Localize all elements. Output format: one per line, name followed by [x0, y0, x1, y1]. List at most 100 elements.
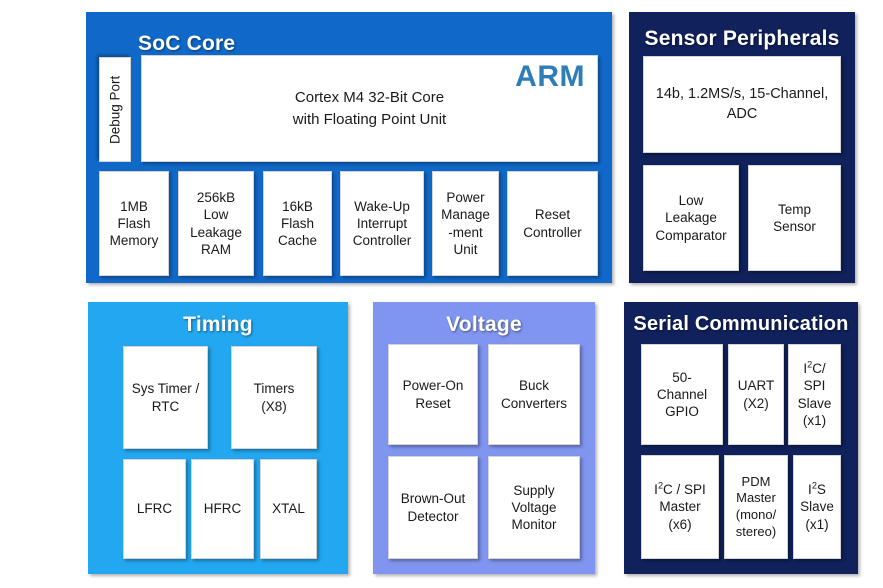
block-line-2: (X8)	[261, 398, 287, 414]
block-line-1: I2S	[808, 480, 826, 498]
block-line-1: I2C / SPI	[654, 480, 706, 498]
panel-serial-communication[interactable]: Serial Communication 50- Channel GPIO UA…	[624, 302, 858, 574]
block-line-2: (X2)	[743, 395, 769, 411]
block-line-3: (x6)	[668, 516, 692, 532]
block-uart[interactable]: UART (X2)	[728, 344, 784, 445]
block-line-2: Manage	[441, 207, 490, 223]
block-line-4: RAM	[201, 241, 231, 257]
block-lfrc[interactable]: LFRC	[123, 459, 186, 559]
block-xtal[interactable]: XTAL	[260, 459, 317, 559]
panel-timing[interactable]: Timing Sys Timer / RTC Timers (X8) LFRC …	[88, 302, 348, 574]
panel-title-soc-core: SoC Core	[138, 32, 236, 55]
block-line-1: Wake-Up	[354, 198, 410, 214]
block-timers[interactable]: Timers (X8)	[231, 346, 317, 449]
block-line-1: XTAL	[272, 501, 305, 517]
block-line-2: Voltage	[511, 499, 557, 515]
block-line-2: Channel	[656, 386, 708, 402]
block-line-3: GPIO	[665, 404, 699, 420]
block-reset-controller[interactable]: Reset Controller	[507, 171, 598, 276]
block-low-leakage-ram[interactable]: 256kB Low Leakage RAM	[178, 171, 254, 276]
block-line-1: HFRC	[203, 501, 242, 517]
block-line-1: 14b, 1.2MS/s, 15-Channel,	[655, 85, 829, 102]
panel-title-serial-communication: Serial Communication	[633, 313, 849, 335]
block-low-leakage-comparator[interactable]: Low Leakage Comparator	[643, 165, 739, 271]
block-line-2: Sensor	[773, 219, 816, 234]
block-line-2: Flash	[117, 215, 151, 231]
block-flash-memory[interactable]: 1MB Flash Memory	[99, 171, 169, 276]
block-adc[interactable]: 14b, 1.2MS/s, 15-Channel, ADC	[643, 56, 841, 153]
block-line-2: Leakage	[665, 210, 717, 226]
block-line-2: ADC	[726, 105, 758, 122]
block-power-management-unit[interactable]: Power Manage -ment Unit	[432, 171, 499, 276]
block-line-1: Buck	[518, 378, 549, 394]
block-line-4: (x1)	[802, 412, 827, 428]
block-line-2: Slave	[800, 499, 834, 515]
block-line-2: Converters	[500, 395, 568, 411]
block-flash-cache[interactable]: 16kB Flash Cache	[263, 171, 332, 276]
panel-title-timing: Timing	[183, 313, 253, 336]
block-line-2: SPI	[803, 378, 826, 394]
block-line-1: Temp	[777, 201, 811, 217]
block-line-1: 16kB	[282, 198, 313, 214]
block-line-2: Master	[736, 490, 776, 506]
block-line-1: I2C/	[803, 359, 826, 376]
block-line-3: Leakage	[190, 224, 242, 240]
block-line-4: Unit	[453, 241, 478, 257]
block-i2c-spi-master[interactable]: I2C / SPI Master (x6)	[641, 455, 719, 559]
block-line-2: Controller	[523, 224, 582, 240]
block-line-1: Power-On	[402, 378, 464, 394]
block-sys-timer-rtc[interactable]: Sys Timer / RTC	[123, 346, 208, 449]
block-pdm-master[interactable]: PDM Master (mono/ stereo)	[724, 455, 788, 559]
block-line-2: Interrupt	[356, 215, 408, 231]
block-line-2: RTC	[151, 398, 180, 414]
block-line-1: Low	[678, 193, 704, 209]
panel-voltage[interactable]: Voltage Power-On Reset Buck Converters B…	[373, 302, 595, 574]
block-line-1: 256kB	[196, 189, 236, 205]
block-line-4: stereo)	[735, 523, 777, 539]
block-line-1: Timers	[253, 381, 295, 397]
block-supply-voltage-monitor[interactable]: Supply Voltage Monitor	[488, 456, 580, 559]
block-line-1: UART	[737, 378, 775, 394]
block-line-1: PDM	[741, 473, 771, 489]
block-line-3: Monitor	[511, 517, 557, 533]
block-line-1: LFRC	[136, 501, 173, 517]
block-line-1: 1MB	[120, 198, 148, 214]
block-wake-up-interrupt-controller[interactable]: Wake-Up Interrupt Controller	[340, 171, 424, 276]
panel-soc-core[interactable]: SoC Core Debug Port ARM Cortex M4 32-Bit…	[86, 12, 612, 283]
block-debug-port[interactable]: Debug Port	[99, 57, 131, 162]
panel-title-sensor-peripherals: Sensor Peripherals	[644, 27, 840, 50]
block-line-2: Reset	[415, 395, 451, 411]
block-line-2: Low	[203, 207, 229, 223]
core-line-1: Cortex M4 32-Bit Core	[294, 88, 445, 106]
block-line-3: Comparator	[655, 227, 727, 243]
block-line-3: (x1)	[805, 516, 829, 532]
block-cortex-m4-core[interactable]: ARM Cortex M4 32-Bit Core with Floating …	[141, 55, 598, 162]
block-line-2: Detector	[407, 508, 459, 524]
block-line-1: Sys Timer /	[131, 381, 200, 397]
block-line-3: Memory	[109, 233, 159, 249]
block-line-1: Supply	[513, 482, 555, 498]
block-i2s-slave[interactable]: I2S Slave (x1)	[793, 455, 841, 559]
arm-logo: ARM	[515, 60, 585, 93]
block-line-1: Power	[446, 189, 485, 205]
block-hfrc[interactable]: HFRC	[191, 459, 254, 559]
block-gpio[interactable]: 50- Channel GPIO	[641, 344, 723, 445]
panel-sensor-peripherals[interactable]: Sensor Peripherals 14b, 1.2MS/s, 15-Chan…	[629, 12, 855, 283]
block-buck-converters[interactable]: Buck Converters	[488, 344, 580, 445]
block-line-3: (mono/	[735, 507, 777, 522]
block-line-2: Flash	[280, 215, 314, 231]
block-line-1: Reset	[534, 207, 571, 223]
block-line-3: Cache	[277, 233, 318, 249]
block-line-1: Brown-Out	[400, 491, 466, 507]
block-line-2: Master	[659, 499, 701, 515]
block-line-3: Controller	[352, 233, 412, 249]
block-temp-sensor[interactable]: Temp Sensor	[748, 165, 841, 271]
block-i2c-spi-slave[interactable]: I2C/ SPI Slave (x1)	[788, 344, 841, 445]
block-power-on-reset[interactable]: Power-On Reset	[388, 344, 478, 445]
block-brown-out-detector[interactable]: Brown-Out Detector	[388, 456, 478, 559]
panel-title-voltage: Voltage	[446, 313, 522, 336]
block-line-3: Slave	[797, 395, 832, 411]
block-line-1: 50-	[672, 369, 692, 385]
core-line-2: with Floating Point Unit	[292, 110, 447, 128]
block-line-3: -ment	[448, 224, 483, 240]
